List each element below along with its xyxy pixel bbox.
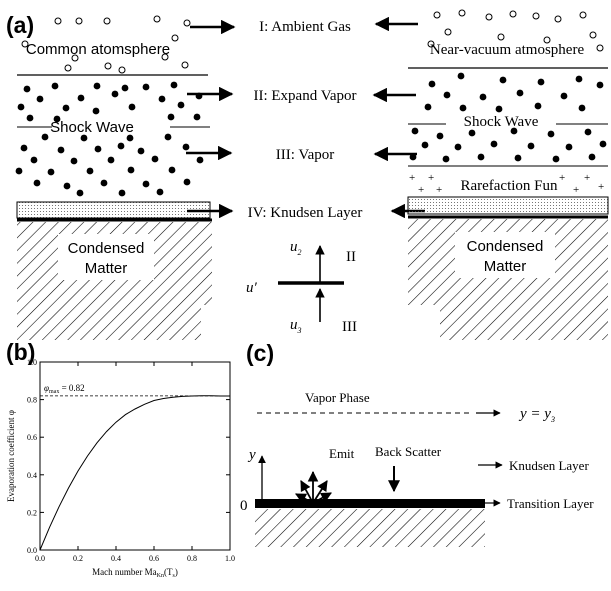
- region-labels: I: Ambient Gas II: Expand Vapor III: Vap…: [248, 19, 363, 221]
- region-arrows: [186, 16, 425, 219]
- y-equals-y3: y = y3: [518, 406, 555, 424]
- x-tick-label: 0.0: [35, 554, 45, 563]
- right-knudsen-band: [407, 196, 609, 215]
- region-ii-label: II: Expand Vapor: [253, 88, 356, 104]
- knudsen-layer-label: Knudsen Layer: [509, 458, 589, 473]
- bulk-hatch: [255, 509, 485, 547]
- svg-text:+: +: [436, 184, 442, 196]
- velocity-inset: u2 u3 u′ II III: [246, 239, 357, 335]
- y-tick-label: 0.0: [27, 546, 37, 555]
- emit-arrows: [295, 470, 332, 504]
- right-condensed-box: [455, 232, 555, 278]
- x-tick-label: 0.4: [111, 554, 121, 563]
- left-condensed-box: [58, 234, 154, 280]
- x-tick-label: 1.0: [225, 554, 235, 563]
- right-condensed-line-2: Matter: [484, 258, 527, 275]
- u3-label: u3: [290, 317, 302, 335]
- u2-label: u2: [290, 239, 302, 257]
- region-iii-label: III: Vapor: [276, 147, 334, 163]
- zero-label: 0: [240, 498, 248, 514]
- evaporation-curve: [39, 395, 230, 551]
- uprime-label: u′: [246, 280, 258, 296]
- x-tick-label: 0.6: [149, 554, 159, 563]
- x-tick-label: 0.8: [187, 554, 197, 563]
- left-vapor-particles: [15, 81, 204, 197]
- inset-ii-label: II: [346, 249, 356, 265]
- y-tick-label: 0.8: [27, 396, 37, 405]
- region-iv-label: IV: Knudsen Layer: [248, 205, 363, 221]
- right-top-label: Near-vacuum atmosphere: [430, 42, 585, 58]
- panel-c-letter: (c): [246, 340, 274, 366]
- rarefaction-label: Rarefaction Fun: [460, 178, 558, 194]
- emit-label: Emit: [329, 446, 355, 461]
- right-condensed-line-1: Condensed: [467, 238, 544, 255]
- panel-a-letter: (a): [6, 12, 34, 38]
- left-condensed-line-2: Matter: [85, 260, 128, 277]
- svg-text:+: +: [573, 184, 579, 196]
- back-scatter-label: Back Scatter: [375, 444, 442, 459]
- panel-b-letter: (b): [6, 339, 35, 365]
- panel-a: (a) Common atomsphere Shock Wave: [6, 9, 609, 340]
- left-top-label: Common atomsphere: [26, 41, 170, 58]
- svg-text:+: +: [428, 172, 434, 184]
- y-tick-label: 0.6: [27, 433, 37, 442]
- vapor-phase-label: Vapor Phase: [305, 390, 370, 405]
- surface-bar: [255, 499, 485, 508]
- inset-iii-label: III: [342, 319, 357, 335]
- transition-layer-label: Transition Layer: [507, 496, 594, 511]
- rarefaction-plus-signs: ++++ ++++: [409, 172, 604, 196]
- x-tick-label: 0.2: [73, 554, 83, 563]
- phi-max-annotation: φmax = 0.82: [44, 383, 85, 395]
- svg-text:+: +: [409, 172, 415, 184]
- y-tick-label: 1.0: [27, 358, 37, 367]
- right-vapor-particles: [409, 72, 607, 163]
- left-condensed-line-1: Condensed: [68, 240, 145, 257]
- left-ambient-gas-particles: [21, 15, 191, 74]
- region-i-label: I: Ambient Gas: [259, 19, 351, 35]
- left-knudsen-band: [16, 201, 211, 219]
- evaporation-chart: 0.0 0.2 0.4 0.6 0.8 1.0 0.0 0.2 0.4 0.6 0.8 1.0 φmax…: [6, 358, 235, 579]
- plot-frame: [39, 361, 231, 551]
- right-ambient-gas-particles: [427, 9, 604, 52]
- right-shock-label: Shock Wave: [464, 114, 539, 130]
- svg-text:+: +: [598, 181, 604, 193]
- left-shock-label: Shock Wave: [50, 119, 134, 136]
- y-axis-label: Evaporation coefficient φ: [6, 410, 16, 502]
- svg-text:+: +: [418, 184, 424, 196]
- y-tick-label: 0.4: [27, 471, 37, 480]
- panel-b: (b) 0.0 0.2 0.4 0.6 0.8 1.0 0.0 0.2 0.4 0.6 0.8 1.0…: [6, 339, 235, 579]
- y-tick-label: 0.2: [27, 508, 37, 517]
- x-axis-label: Mach number MaKn(Ts): [92, 567, 178, 579]
- panel-c: (c) Vapor Phase y = y3 y 0 Emit Back Sca…: [240, 340, 594, 547]
- svg-text:+: +: [584, 172, 590, 184]
- svg-text:+: +: [559, 172, 565, 184]
- y-axis-label: y: [247, 447, 256, 463]
